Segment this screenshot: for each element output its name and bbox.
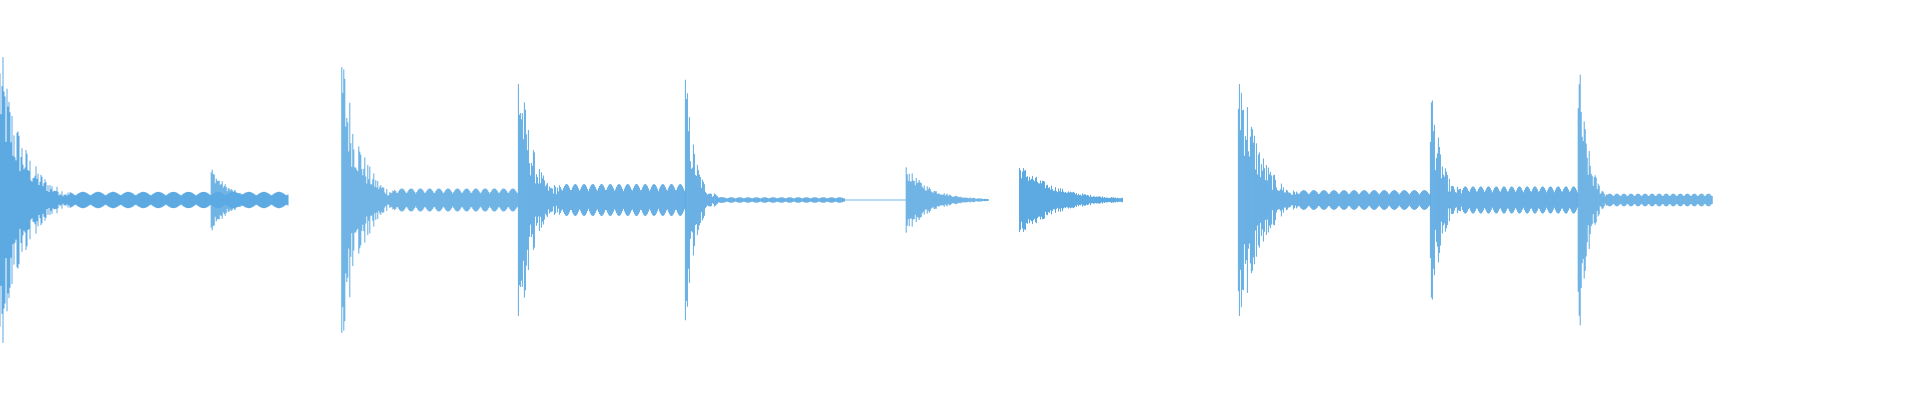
- waveform-bars: [0, 57, 1713, 343]
